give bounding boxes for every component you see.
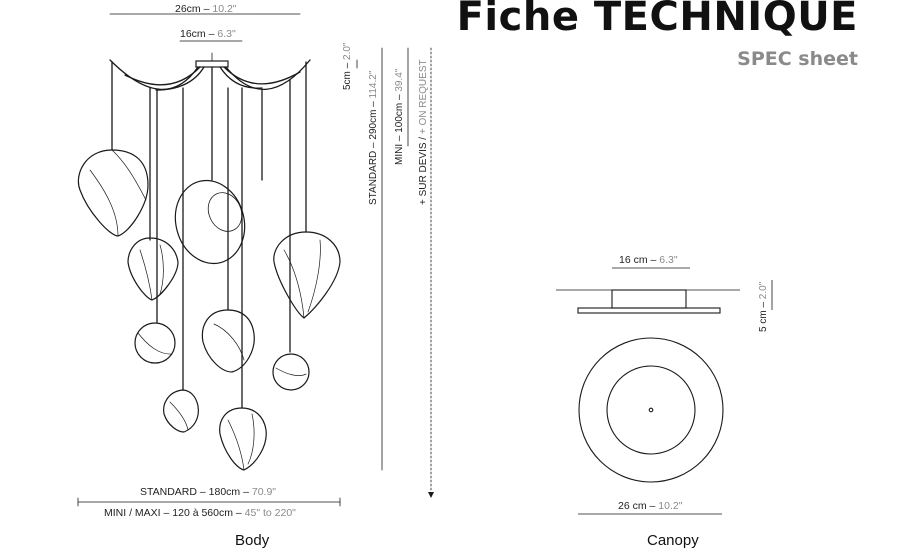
pendant-9 — [219, 407, 267, 471]
dim-standard-height: STANDARD – 290cm – 114.2" — [368, 70, 379, 205]
top-dimension-lines — [109, 13, 301, 42]
dim-on-request: + SUR DEVIS / + ON REQUEST — [418, 59, 429, 205]
dim-mini-width: MINI / MAXI – 120 à 560cm – 45" to 220" — [104, 507, 296, 519]
canopy-dim-height: 5 cm – 2.0" — [758, 281, 769, 332]
pendant-5 — [134, 322, 176, 364]
dim-standard-width: STANDARD – 180cm – 70.9" — [140, 486, 277, 498]
canopy-caption: Canopy — [647, 532, 699, 549]
pendant-8 — [163, 389, 199, 433]
page-subtitle: SPEC sheet — [737, 48, 858, 70]
dim-top-inner: 16cm – 6.3" — [180, 28, 236, 40]
body-caption: Body — [235, 532, 270, 549]
canopy-dim-inner-width: 16 cm – 6.3" — [619, 254, 678, 266]
vertical-dimension-lines — [356, 47, 434, 498]
pendant-3 — [174, 179, 246, 265]
canopy-drawing — [556, 267, 773, 515]
pendant-7 — [272, 353, 310, 391]
canopy-top-view — [578, 337, 724, 483]
pendant-2 — [127, 237, 179, 301]
pendant-1 — [77, 149, 149, 237]
pendant-6 — [201, 309, 255, 373]
cables — [109, 59, 311, 409]
body-canopy — [195, 52, 229, 68]
bottom-dimension-lines — [77, 497, 341, 507]
dim-canopy-height: 5cm – 2.0" — [342, 42, 353, 90]
canopy-side-view — [556, 267, 773, 314]
canopy-dim-outer-width: 26 cm – 10.2" — [618, 500, 683, 512]
dim-mini-height: MINI – 100cm – 39.4" — [394, 68, 405, 165]
page-title: Fiche TECHNIQUE — [456, 0, 858, 40]
pendant-4 — [273, 231, 341, 319]
dim-top-outer: 26cm – 10.2" — [175, 3, 237, 15]
